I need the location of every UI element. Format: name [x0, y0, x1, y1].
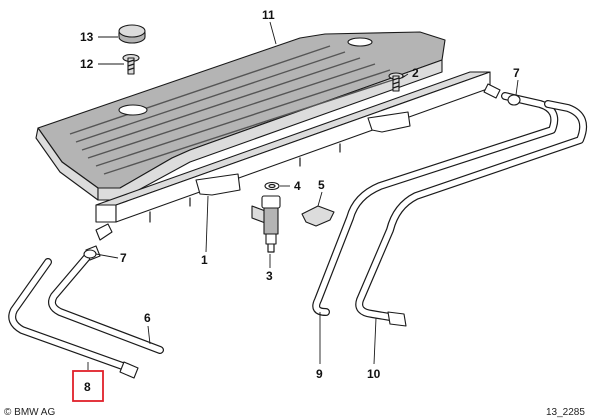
callout-8: 8 [84, 380, 91, 394]
clip-part-5 [301, 205, 335, 227]
callout-11: 11 [262, 8, 275, 22]
callout-2: 2 [412, 66, 419, 80]
callout-9: 9 [316, 367, 323, 381]
copyright-text: © BMW AG [4, 407, 55, 418]
fuel-line-part-9 [312, 92, 559, 316]
callout-1: 1 [201, 253, 208, 267]
hose-clamp-7-left [83, 249, 97, 259]
fuel-rail [95, 71, 501, 241]
fuel-line-part-10 [355, 100, 587, 327]
fuel-line-part-8 [8, 258, 139, 379]
callout-3: 3 [266, 269, 273, 283]
cap-part-13 [118, 24, 146, 44]
callout-10: 10 [367, 367, 381, 381]
callout-7-right: 7 [513, 66, 520, 80]
callout-7-left: 7 [120, 251, 127, 265]
injector-part-3 [251, 195, 281, 253]
callout-5: 5 [318, 178, 325, 192]
callout-6: 6 [144, 311, 151, 325]
diagram-id: 13_2285 [546, 407, 585, 418]
callout-4: 4 [294, 179, 301, 193]
callout-12: 12 [80, 57, 94, 71]
bolt-part-2 [388, 72, 404, 92]
highlight-box-8 [72, 370, 104, 402]
leader-lines [87, 21, 519, 370]
hose-clamp-7-right [507, 94, 521, 106]
bolt-part-12 [122, 53, 140, 75]
fuel-line-part-6 [48, 245, 164, 354]
callout-13: 13 [80, 30, 94, 44]
o-ring-part-4 [264, 181, 280, 191]
